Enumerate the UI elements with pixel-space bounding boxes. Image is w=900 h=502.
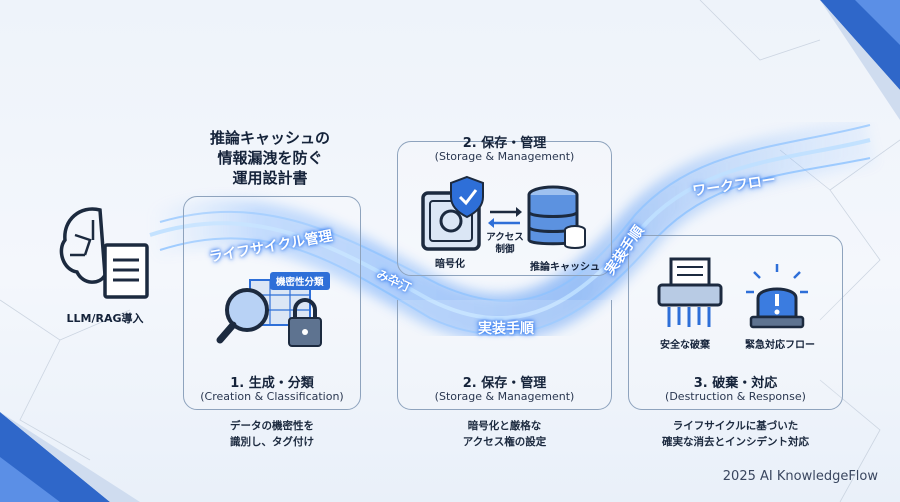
title-line-1: 推論キャッシュの — [209, 129, 330, 147]
corner-decoration-bottom-left — [0, 412, 140, 502]
title-line-2: 情報漏洩を防ぐ — [217, 149, 323, 167]
emergency-flow-label: 緊急対応フロー — [745, 340, 815, 351]
stage3-description: ライフサイクルに基づいた 確実な消去とインシデント対応 — [662, 420, 809, 448]
shredder-icon — [657, 257, 723, 327]
brand-footer: 2025 AI KnowledgeFlow — [722, 469, 878, 484]
stage1-description: データの機密性を 識別し、タグ付け — [230, 420, 314, 448]
stage2-subtitle: (Storage & Management) — [434, 390, 575, 403]
stage3-panel — [628, 235, 843, 410]
stage2-top-title: 2. 保存・管理 — [462, 136, 547, 151]
stage2-top-subtitle: (Storage & Management) — [434, 150, 575, 163]
stage3-subtitle: (Destruction & Response) — [665, 390, 806, 403]
stage1-title: 1. 生成・分類 — [230, 376, 314, 391]
stage3-title: 3. 破棄・対応 — [693, 376, 778, 391]
access-control-label: アクセス 制御 — [486, 232, 524, 255]
flow-label-workflow: ワークフロー — [691, 172, 777, 200]
stage1-subtitle: (Creation & Classification) — [200, 390, 344, 403]
brain-document-icon — [59, 207, 149, 299]
llm-rag-label: LLM/RAG導入 — [66, 312, 144, 325]
access-arrows-icon — [488, 207, 522, 228]
stage2-title: 2. 保存・管理 — [462, 376, 547, 391]
main-title: 推論キャッシュの 情報漏洩を防ぐ 運用設計書 — [195, 128, 345, 188]
encrypt-label: 暗号化 — [435, 259, 465, 270]
title-line-3: 運用設計書 — [232, 169, 308, 187]
stage2-bottom-panel — [397, 300, 612, 410]
stage2-description: 暗号化と厳格な アクセス権の設定 — [462, 420, 547, 448]
alert-siren-icon — [746, 264, 808, 329]
database-icon — [527, 185, 586, 249]
safe-shield-icon — [421, 175, 484, 251]
corner-decoration-top-right — [820, 0, 900, 120]
confidentiality-tag: 機密性分類 — [270, 272, 330, 290]
secure-disposal-label: 安全な破棄 — [660, 340, 710, 351]
flow-label-implementation-1: 実装手順 — [478, 321, 534, 337]
inference-cache-label: 推論キャッシュ — [530, 262, 600, 273]
